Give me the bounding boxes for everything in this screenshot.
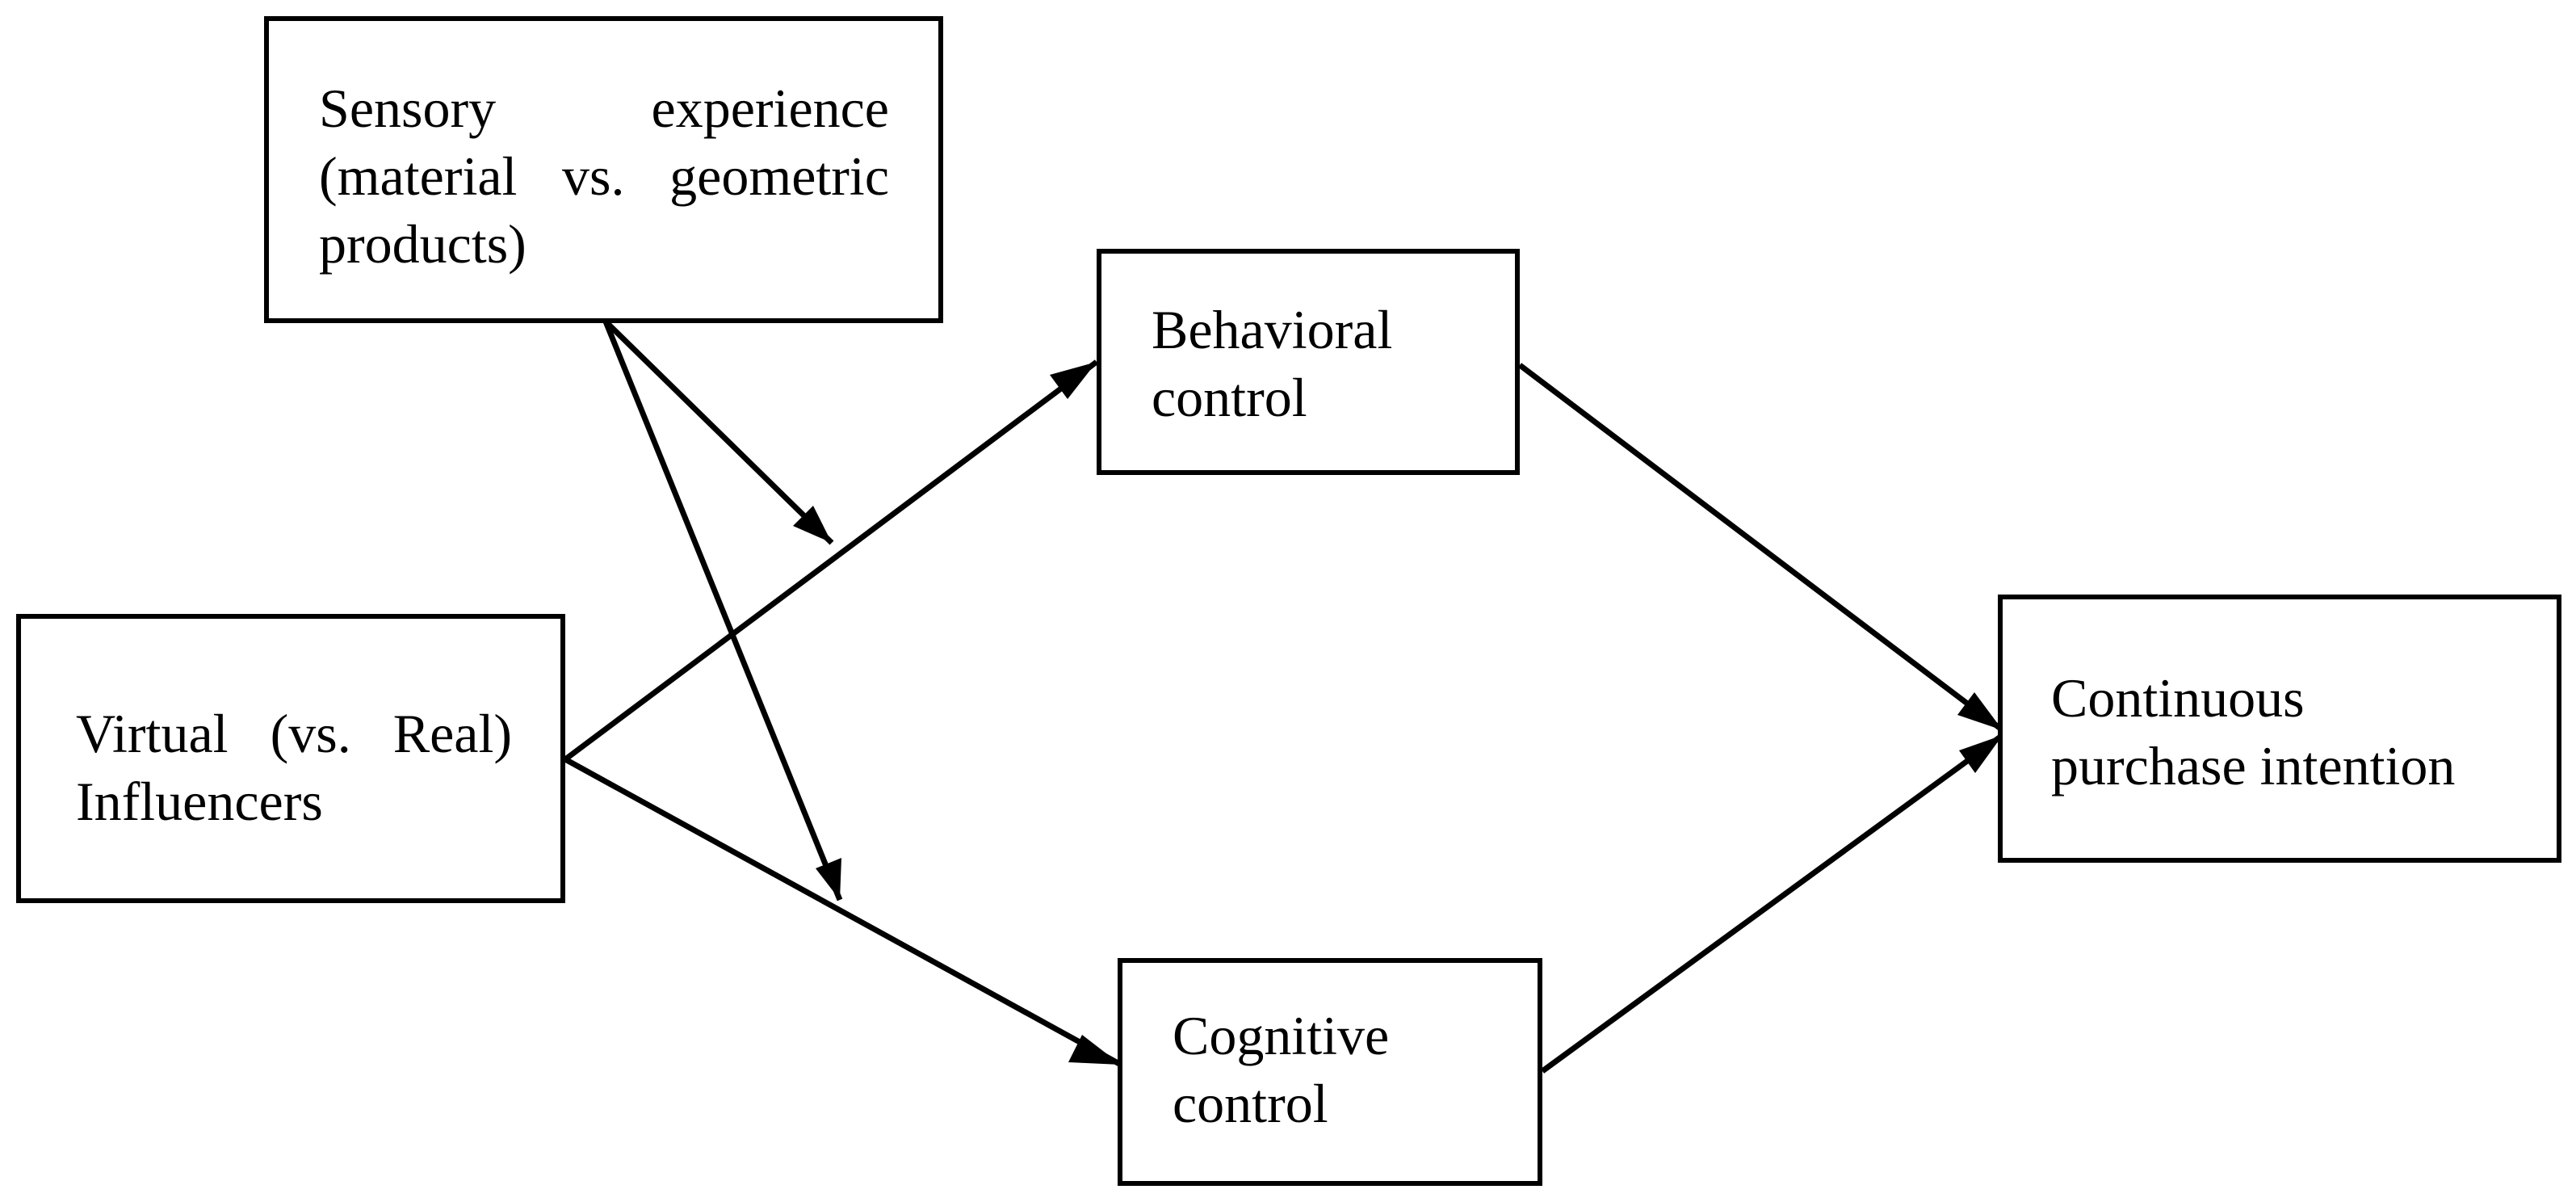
continuous-line-2: purchase intention xyxy=(2051,735,2456,796)
arrow-cognitive-to-continuous xyxy=(1540,733,2005,1074)
arrowhead-moderation-behavioral xyxy=(793,506,832,543)
arrow-behavioral-to-continuous xyxy=(1517,363,2005,733)
behavioral-line-1: Behavioral xyxy=(1152,299,1393,360)
arrow-sensory-moderates-cognitive xyxy=(602,320,843,901)
arrowhead-behavioral xyxy=(1050,362,1097,399)
virtual-line-1: Virtual (vs. Real) xyxy=(76,703,512,764)
behavioral-control-box: Behavioral control xyxy=(1097,249,1520,475)
arrowhead-moderation-cognitive xyxy=(816,858,841,900)
virtual-line-2: Influencers xyxy=(76,771,323,832)
arrow-sensory-moderates-behavioral xyxy=(603,319,834,545)
arrowhead-continuous-top xyxy=(1957,692,2003,730)
arrow-virtual-to-behavioral xyxy=(563,359,1099,762)
cognitive-line-1: Cognitive xyxy=(1173,1005,1390,1066)
continuous-line-1: Continuous xyxy=(2051,667,2305,729)
sensory-line-3: products) xyxy=(319,213,527,275)
behavioral-line-2: control xyxy=(1152,367,1307,428)
virtual-influencers-box: Virtual (vs. Real) Influencers xyxy=(16,614,565,903)
sensory-line-1: Sensory experience xyxy=(319,78,889,139)
arrowhead-cognitive xyxy=(1068,1035,1121,1065)
cognitive-line-2: control xyxy=(1173,1073,1328,1134)
continuous-purchase-intention-box: Continuous purchase intention xyxy=(1998,595,2561,863)
arrow-virtual-to-cognitive xyxy=(564,756,1122,1068)
arrowhead-continuous-bottom xyxy=(1959,735,2003,773)
sensory-experience-box: Sensory experience (material vs. geometr… xyxy=(264,16,943,323)
sensory-line-2: (material vs. geometric xyxy=(319,145,889,207)
cognitive-control-box: Cognitive control xyxy=(1118,958,1542,1186)
